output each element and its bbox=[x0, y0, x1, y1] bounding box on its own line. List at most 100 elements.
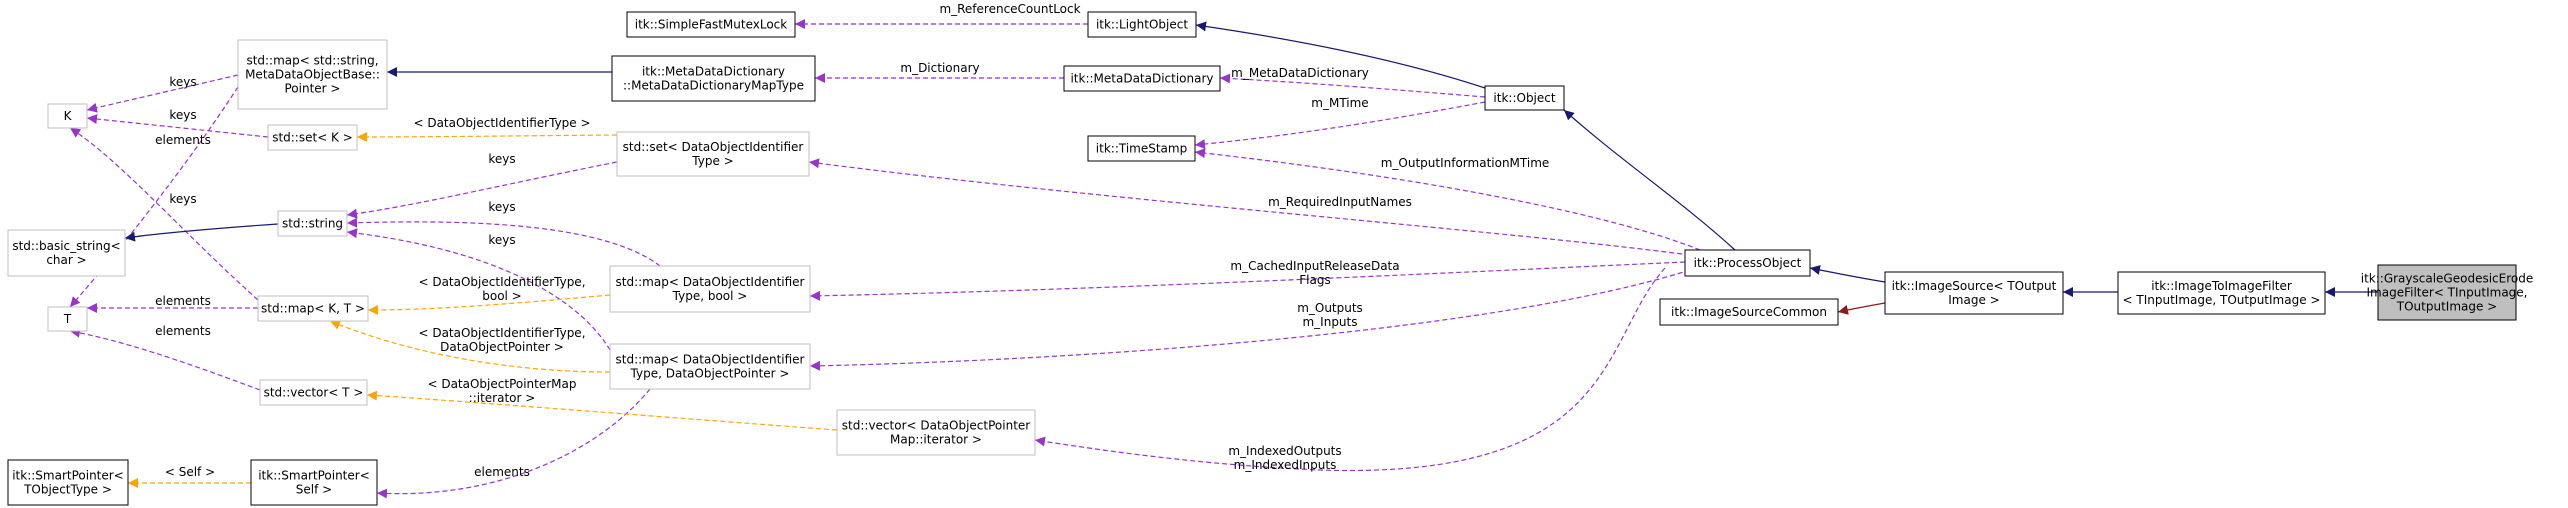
edge-line bbox=[808, 158, 1691, 256]
edge-line bbox=[1195, 21, 1486, 89]
edge-usage: keys bbox=[346, 200, 661, 267]
node-label: itk::ImageSourceCommon bbox=[1671, 305, 1827, 319]
class-node-stdvector-T: std::vector< T > bbox=[259, 379, 368, 406]
edge-usage: m_ReferenceCountLock bbox=[795, 2, 1088, 29]
edge-label: elements bbox=[155, 294, 211, 308]
node-label: itk::MetaDataDictionary::MetaDataDiction… bbox=[623, 65, 804, 93]
node-label: itk::LightObject bbox=[1096, 18, 1188, 32]
edge-line bbox=[809, 269, 1691, 371]
node-label: std::map< K, T > bbox=[261, 302, 365, 316]
edge-line bbox=[346, 217, 661, 267]
class-node-lightobject[interactable]: itk::LightObject bbox=[1087, 11, 1197, 38]
edge-usage: m_OutputInformationMTime bbox=[1194, 148, 1701, 251]
class-node-K: K bbox=[47, 103, 88, 129]
edge-label: m_OutputInformationMTime bbox=[1381, 156, 1550, 170]
edge-line bbox=[69, 59, 256, 308]
node-box bbox=[277, 210, 348, 237]
node-box bbox=[1484, 85, 1565, 111]
node-label: itk::ImageToImageFilter< TInputImage, TO… bbox=[2123, 279, 2321, 307]
node-box bbox=[1087, 11, 1197, 38]
edge-line bbox=[329, 320, 611, 373]
edge-label: m_RequiredInputNames bbox=[1268, 195, 1412, 209]
edge-usage: m_MetaDataDictionary bbox=[1219, 66, 1486, 98]
edge-usage: elements bbox=[69, 59, 256, 308]
class-node-metadatadictionary[interactable]: itk::MetaDataDictionary bbox=[1063, 65, 1221, 92]
class-node-timestamp[interactable]: itk::TimeStamp bbox=[1087, 135, 1196, 162]
node-label: std::set< K > bbox=[272, 131, 353, 145]
node-box bbox=[616, 131, 810, 177]
node-box bbox=[2117, 271, 2326, 315]
edge-label: < DataObjectIdentifierType > bbox=[413, 116, 590, 130]
edge-line bbox=[1194, 148, 1701, 251]
class-node-basic-string: std::basic_string<char > bbox=[7, 229, 126, 277]
class-node-simplefastmutexlock[interactable]: itk::SimpleFastMutexLock bbox=[626, 11, 796, 38]
edge-line bbox=[366, 390, 838, 431]
edge-line bbox=[809, 261, 1686, 301]
edge-label: keys bbox=[169, 192, 196, 206]
edge-label: keys bbox=[169, 108, 196, 122]
node-label: itk::Object bbox=[1493, 91, 1555, 105]
edge-label: elements bbox=[155, 133, 211, 147]
edge-template: < DataObjectPointerMap::iterator > bbox=[366, 377, 838, 431]
edge-usage: m_MTime bbox=[1194, 96, 1486, 150]
node-box bbox=[7, 229, 126, 277]
class-node-metadatadictionarymaptype[interactable]: itk::MetaDataDictionary::MetaDataDiction… bbox=[611, 55, 816, 102]
edge-line bbox=[124, 223, 279, 242]
node-label: std::basic_string<char > bbox=[12, 239, 120, 267]
edge-line bbox=[1194, 101, 1486, 150]
node-label: std::map< std::string,MetaDataObjectBase… bbox=[245, 54, 380, 96]
node-label: K bbox=[64, 109, 73, 123]
class-node-smartpointer-self[interactable]: itk::SmartPointer<Self > bbox=[250, 459, 378, 506]
node-box bbox=[47, 306, 88, 332]
node-box bbox=[2377, 264, 2517, 321]
node-box bbox=[626, 11, 796, 38]
edge-line bbox=[1034, 267, 1666, 472]
edge-line bbox=[86, 114, 269, 138]
node-box bbox=[47, 103, 88, 129]
node-label: itk::TimeStamp bbox=[1096, 142, 1187, 156]
edge-label: keys bbox=[169, 75, 196, 89]
node-box bbox=[609, 343, 811, 390]
node-label: itk::SmartPointer<Self > bbox=[258, 469, 370, 497]
class-node-imagesourcecommon[interactable]: itk::ImageSourceCommon bbox=[1659, 298, 1839, 326]
node-box bbox=[609, 265, 811, 313]
edge-line bbox=[69, 327, 261, 391]
edge-label: keys bbox=[488, 152, 515, 166]
edge-line bbox=[69, 127, 259, 301]
node-box bbox=[237, 39, 388, 110]
edge-label: elements bbox=[155, 324, 211, 338]
node-label: std::string bbox=[282, 217, 343, 231]
edge-usage: keys bbox=[346, 228, 611, 351]
edge-usage: keys bbox=[86, 108, 269, 138]
edge-label: < DataObjectIdentifierType,DataObjectPoi… bbox=[418, 326, 585, 354]
node-label: itk::ProcessObject bbox=[1694, 256, 1802, 270]
class-node-stdmap-KT: std::map< K, T > bbox=[257, 295, 369, 322]
node-box bbox=[1684, 249, 1811, 277]
node-label: itk::SimpleFastMutexLock bbox=[635, 18, 788, 32]
node-box bbox=[7, 459, 129, 506]
class-node-stdstring: std::string bbox=[277, 210, 348, 237]
edge-label: < Self > bbox=[165, 465, 215, 479]
node-box bbox=[267, 124, 358, 151]
class-node-processobject[interactable]: itk::ProcessObject bbox=[1684, 249, 1811, 277]
class-node-object[interactable]: itk::Object bbox=[1484, 85, 1565, 111]
edge-line bbox=[1809, 265, 1886, 283]
edge-label: m_Dictionary bbox=[900, 61, 979, 75]
class-node-imagetoimage[interactable]: itk::ImageToImageFilter< TInputImage, TO… bbox=[2117, 271, 2326, 315]
node-box bbox=[1659, 298, 1839, 326]
edge-label: < DataObjectPointerMap::iterator > bbox=[427, 377, 576, 405]
edge-line bbox=[1563, 109, 1736, 251]
class-node-smartpointer-tobj[interactable]: itk::SmartPointer<TObjectType > bbox=[7, 459, 129, 506]
